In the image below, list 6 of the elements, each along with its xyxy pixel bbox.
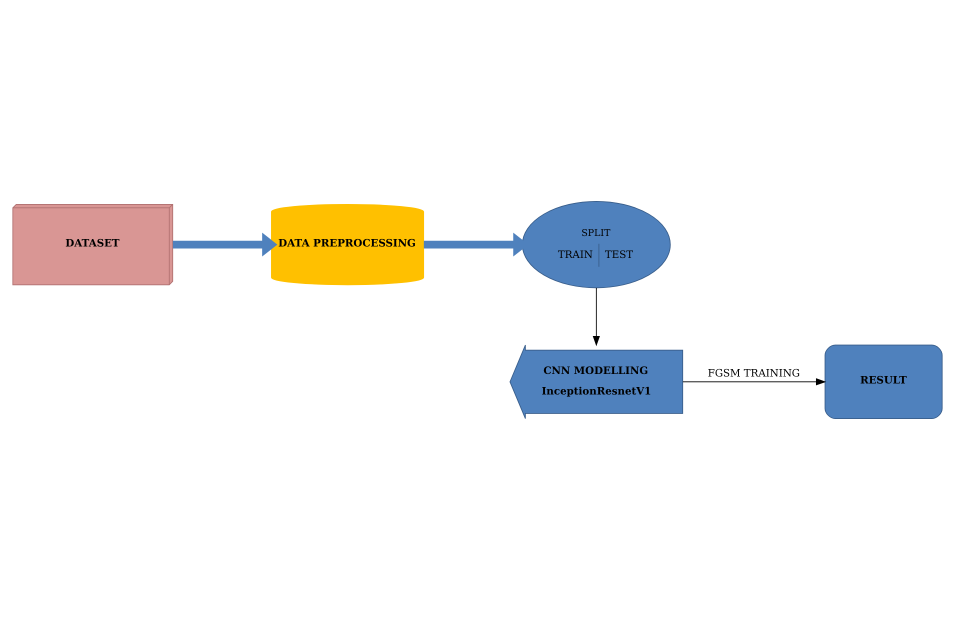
edge-label: FGSM TRAINING — [708, 367, 800, 380]
arrow — [682, 378, 826, 386]
arrow — [172, 232, 278, 257]
node-box: RESULT — [824, 344, 943, 419]
node-ellipse: SPLIT TRAIN TEST — [522, 201, 671, 288]
arrow — [592, 288, 600, 346]
